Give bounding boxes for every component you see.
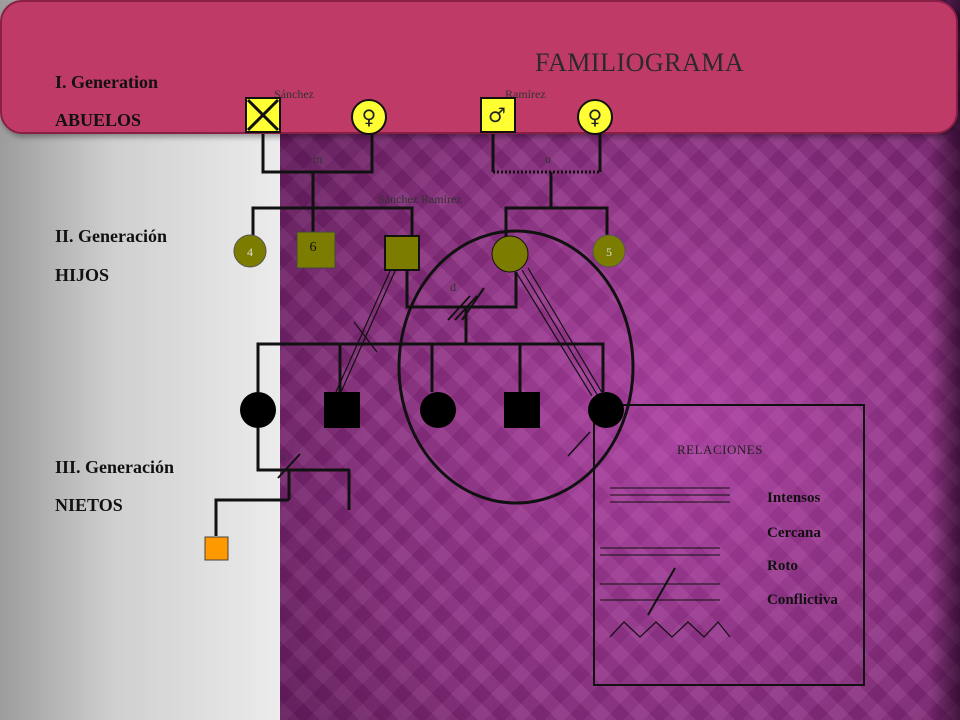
grandchild-female-1 (240, 392, 276, 428)
relationship-father-son (335, 270, 396, 393)
union-line-paternal (261, 134, 374, 174)
diagram-title: FAMILIOGRAMA (535, 48, 745, 77)
sibship-line-paternal (251, 206, 414, 238)
legend-box (593, 404, 865, 686)
union-line-grandchild (256, 428, 350, 472)
child-square-6: 6 (296, 231, 336, 269)
grandchild-female-2 (420, 392, 456, 428)
child-circle-5: 5 (592, 234, 626, 268)
sibship-line-maternal (504, 206, 609, 238)
generation-1-title: I. Generation (55, 72, 158, 92)
union-label-s: s (281, 451, 285, 463)
svg-text:4: 4 (247, 245, 253, 259)
generation-1-subtitle: ABUELOS (55, 110, 142, 130)
great-grandchild (204, 536, 229, 561)
female-symbol: ♀ (588, 105, 603, 129)
legend-title: RELACIONES (677, 442, 763, 457)
union-label-m: m (313, 152, 323, 166)
generation-3-subtitle: NIETOS (55, 495, 123, 515)
generation-2-title: II. Generación (55, 226, 167, 246)
union-label-u: u (545, 152, 551, 166)
legend-item-intensos: Intensos (767, 490, 821, 506)
generation-3-title: III. Generación (55, 457, 174, 477)
child-circle-4: 4 (233, 234, 267, 268)
legend-symbol-conflictiva (609, 621, 731, 638)
union-line-children (405, 270, 518, 309)
legend-item-roto: Roto (767, 558, 798, 574)
legend-symbol-intensos (610, 487, 730, 503)
legend-symbol-roto (600, 567, 720, 616)
children-surname: Sánchez Ramírez (378, 192, 462, 206)
grandfather-paternal (245, 97, 281, 133)
grandchild-male-2 (504, 392, 540, 428)
svg-text:6: 6 (310, 240, 317, 255)
grandmother-maternal: ♀ (577, 99, 613, 135)
legend-item-conflictiva: Conflictiva (767, 592, 838, 608)
paternal-surname: Sánchez (274, 87, 314, 101)
union-label-d: d (450, 280, 456, 294)
legend-symbol-cercana (600, 547, 720, 556)
household-ellipse (397, 229, 635, 505)
grandfather-maternal: ♂ (480, 97, 516, 133)
relationship-mother-daughter (515, 267, 605, 397)
grandchild-female-3 (588, 392, 624, 428)
title-banner (0, 0, 958, 134)
female-symbol: ♀ (362, 105, 377, 129)
grandchild-male-1 (324, 392, 360, 428)
male-symbol: ♂ (488, 103, 506, 127)
generation-2-subtitle: HIJOS (55, 265, 110, 285)
grandmother-paternal: ♀ (351, 99, 387, 135)
child-square-father (384, 235, 420, 271)
legend-item-cercana: Cercana (767, 525, 821, 541)
svg-text:5: 5 (606, 245, 612, 259)
child-circle-mother (491, 235, 529, 273)
